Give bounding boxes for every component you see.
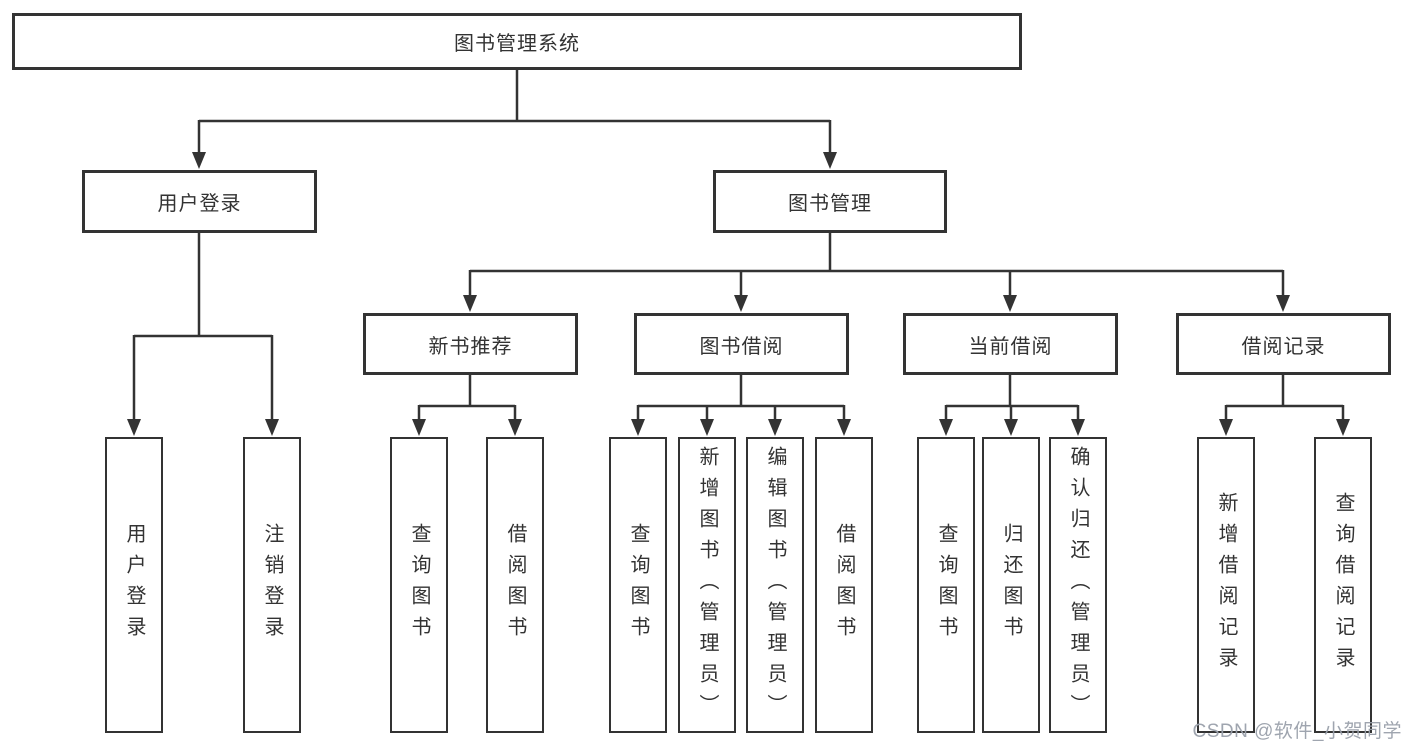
leaf-confirm-return-admin-label: 确认归还（管理员）: [1067, 445, 1089, 725]
leaf-borrow-books-recommend: 借阅图书: [486, 437, 544, 733]
leaf-query-books-recommend: 查询图书: [390, 437, 448, 733]
leaf-query-borrow-record-label: 查询借阅记录: [1332, 492, 1354, 678]
leaf-query-books-recommend-label: 查询图书: [408, 523, 430, 647]
node-borrowing-records-label: 借阅记录: [1241, 335, 1326, 358]
leaf-add-book-admin: 新增图书（管理员）: [678, 437, 736, 733]
node-borrowing-records: 借阅记录: [1176, 313, 1391, 375]
node-library-management-system: 图书管理系统: [12, 13, 1022, 70]
csdn-watermark: CSDN @软件_小贺同学: [1192, 721, 1402, 742]
arrowheads: [127, 152, 1350, 436]
leaf-query-borrow-record: 查询借阅记录: [1314, 437, 1372, 733]
leaf-borrow-books-borrowing: 借阅图书: [815, 437, 873, 733]
node-book-borrowing-label: 图书借阅: [699, 335, 784, 358]
leaf-confirm-return-admin: 确认归还（管理员）: [1049, 437, 1107, 733]
leaf-add-book-admin-label: 新增图书（管理员）: [696, 445, 718, 725]
node-new-book-recommendation: 新书推荐: [363, 313, 578, 375]
leaf-return-books-label: 归还图书: [1000, 523, 1022, 647]
node-book-management-label: 图书管理: [788, 193, 872, 215]
leaf-add-borrow-record: 新增借阅记录: [1197, 437, 1255, 733]
leaf-edit-book-admin-label: 编辑图书（管理员）: [764, 445, 786, 725]
node-book-management: 图书管理: [713, 170, 947, 233]
leaf-logout-label: 注销登录: [261, 523, 283, 647]
leaf-query-books-current-label: 查询图书: [935, 523, 957, 647]
node-current-borrowing-label: 当前借阅: [968, 335, 1053, 358]
node-library-management-system-label: 图书管理系统: [454, 33, 580, 55]
leaf-user-login: 用户登录: [105, 437, 163, 733]
leaf-user-login-label: 用户登录: [123, 523, 145, 647]
node-book-borrowing: 图书借阅: [634, 313, 849, 375]
node-new-book-recommendation-label: 新书推荐: [428, 335, 513, 358]
leaf-query-books-borrowing-label: 查询图书: [627, 523, 649, 647]
connector-paths: [132, 70, 1345, 421]
leaf-logout: 注销登录: [243, 437, 301, 733]
leaf-return-books: 归还图书: [982, 437, 1040, 733]
leaf-edit-book-admin: 编辑图书（管理员）: [746, 437, 804, 733]
leaf-query-books-borrowing: 查询图书: [609, 437, 667, 733]
leaf-borrow-books-recommend-label: 借阅图书: [504, 523, 526, 647]
leaf-borrow-books-borrowing-label: 借阅图书: [833, 523, 855, 647]
leaf-query-books-current: 查询图书: [917, 437, 975, 733]
leaf-add-borrow-record-label: 新增借阅记录: [1215, 492, 1237, 678]
node-current-borrowing: 当前借阅: [903, 313, 1118, 375]
node-user-login-label: 用户登录: [157, 193, 242, 215]
node-user-login: 用户登录: [82, 170, 317, 233]
